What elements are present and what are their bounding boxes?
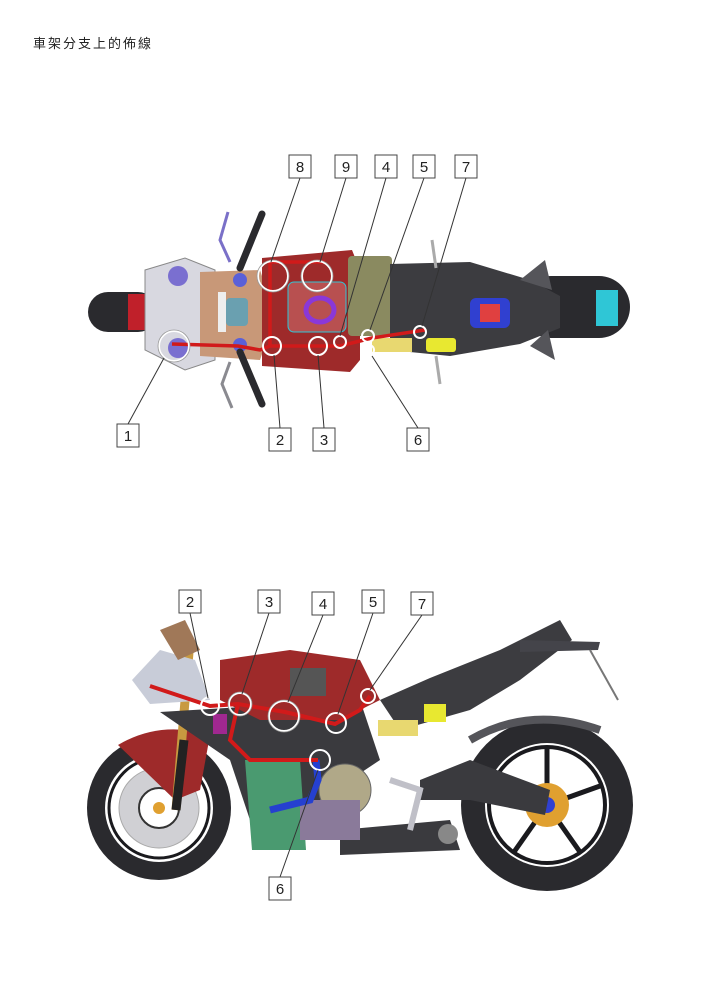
callout-7: 7 bbox=[454, 154, 478, 179]
callout-6: 6 bbox=[406, 427, 430, 452]
callout-2: 2 bbox=[268, 427, 292, 452]
svg-text:4: 4 bbox=[382, 159, 390, 176]
callout-8: 8 bbox=[288, 154, 312, 179]
callout-3: 3 bbox=[312, 427, 336, 452]
svg-text:9: 9 bbox=[342, 159, 350, 176]
svg-text:5: 5 bbox=[420, 159, 428, 176]
callout-9: 9 bbox=[334, 154, 358, 179]
svg-text:3: 3 bbox=[320, 432, 328, 449]
callout-4: 4 bbox=[311, 591, 335, 616]
svg-text:5: 5 bbox=[369, 594, 377, 611]
svg-text:7: 7 bbox=[418, 596, 426, 613]
svg-text:6: 6 bbox=[276, 881, 284, 898]
svg-text:3: 3 bbox=[265, 594, 273, 611]
svg-text:1: 1 bbox=[124, 428, 132, 445]
callout-6: 6 bbox=[268, 876, 292, 901]
svg-text:2: 2 bbox=[186, 594, 194, 611]
callout-4: 4 bbox=[374, 154, 398, 179]
callout-5: 5 bbox=[361, 589, 385, 614]
page-title: 車架分支上的佈線 bbox=[33, 37, 154, 52]
svg-text:7: 7 bbox=[462, 159, 470, 176]
svg-text:4: 4 bbox=[319, 596, 327, 613]
callout-7: 7 bbox=[410, 591, 434, 616]
callout-5: 5 bbox=[412, 154, 436, 179]
callout-3: 3 bbox=[257, 589, 281, 614]
wiring-harness bbox=[149, 684, 372, 762]
top-view-diagram bbox=[88, 177, 630, 429]
svg-text:8: 8 bbox=[296, 159, 304, 176]
svg-text:6: 6 bbox=[414, 432, 422, 449]
front-fairing bbox=[144, 257, 216, 371]
callout-2: 2 bbox=[178, 589, 202, 614]
front-fairing bbox=[132, 650, 210, 704]
svg-text:2: 2 bbox=[276, 432, 284, 449]
side-view-diagram bbox=[87, 612, 633, 891]
callout-1: 1 bbox=[116, 423, 140, 448]
top-view-callouts: 8 9 4 5 7 1 2 3 6 bbox=[116, 154, 478, 452]
